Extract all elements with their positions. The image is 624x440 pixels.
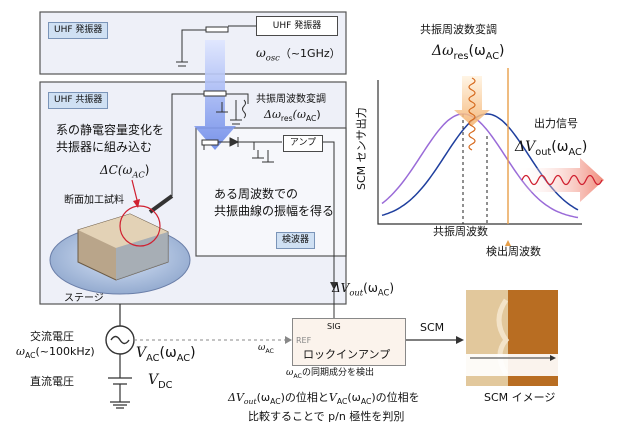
probe-tip [148,194,174,214]
delta-c-arrowhead [133,199,140,208]
output-signal-arrow [516,158,604,202]
sample-top [78,214,168,248]
stage-label: ステージ [64,293,104,304]
vout-label: ΔVout(ωAC) [332,281,395,298]
output-signal-label: 出力信号 [534,117,578,130]
sample-label: 断面加工試料 [64,195,124,206]
amplifier-box: アンプ [283,135,323,152]
graph-ylabel: SCM センサ出力 [355,107,368,190]
inductor-coil [242,99,246,119]
resonance-curve-shifted [381,113,579,219]
scm-arrow-label: SCM [420,321,445,334]
capacitance-note-line1: 系の静電容量変化を [56,123,165,137]
scm-image-label: SCM イメージ [484,391,556,404]
output-signal-wave [521,174,603,186]
graph-title-formula: Δωres(ωAC) [432,43,505,62]
graph-xlabel: 共振周波数 [433,225,488,238]
detect-frequency-label: 検出周波数 [486,245,541,258]
modulation-wave [468,77,476,151]
coupler-1 [205,26,229,33]
peak-dashed-lines [462,114,488,224]
sample-side [116,232,168,280]
sync-note: ωACの同期成分を検出 [286,368,374,380]
diode [229,137,240,147]
scm-image-scanline [466,354,558,376]
ref-omega-label: ωAC [258,343,274,355]
output-signal-formula: ΔVout(ωAC) [515,139,588,158]
coupler-3 [201,139,219,146]
modulation-label: 共振周波数変調 [256,94,326,105]
lockin-amplifier: SIG REF ロックインアンプ [292,318,406,366]
vac-label: VAC(ωAC) [136,345,196,364]
ac-frequency: ωAC(~100kHz) [16,345,95,361]
oscillator-wire [176,25,256,67]
ac-voltage-label: 交流電圧 [30,330,74,343]
scm-scan-arrowhead [550,355,556,361]
detector-desc-line1: ある周波数での [214,187,299,201]
coupler-2 [203,90,227,97]
dc-voltage-label: 直流電圧 [30,375,74,388]
graph-axes [377,80,582,225]
resonator-panel-tag: UHF 共振器 [48,92,109,109]
oscillator-panel-tag: UHF 発振器 [48,22,109,39]
detector-box: 検波器 [276,232,316,249]
vout-arrowhead [330,282,338,290]
lockin-sig-port: SIG [327,322,341,331]
ref-arrowhead [285,336,292,344]
source-wire [108,304,132,409]
resonator-wire [171,93,249,196]
graph-title: 共振周波数変調 [420,23,497,36]
lockin-label: ロックインアンプ [303,348,391,361]
detector-desc-line2: 共振曲線の振幅を得る [214,204,335,218]
ac-source-wave [110,335,130,345]
detect-frequency-arrow [505,240,511,246]
lockin-ref-port: REF [296,336,312,345]
delta-c-label: ΔC(ωAC) [100,163,150,180]
footer-line1: ΔVout(ωAC)の位相とVAC(ωAC)の位相を [228,391,420,407]
probe-highlight [119,205,161,247]
oscillator-box: UHF 発振器 [256,16,338,36]
modulation-arrow [454,76,490,126]
footer-line2: 比較することで p/n 極性を判別 [248,410,405,423]
capacitance-note-line2: 共振器に組み込む [56,140,153,154]
oscillator-frequency: ωosc（~1GHz） [256,46,341,63]
scm-output-arrowhead [456,336,464,344]
modulation-formula: Δωres(ωAC) [264,108,321,124]
vdc-label: VDC [148,372,173,391]
